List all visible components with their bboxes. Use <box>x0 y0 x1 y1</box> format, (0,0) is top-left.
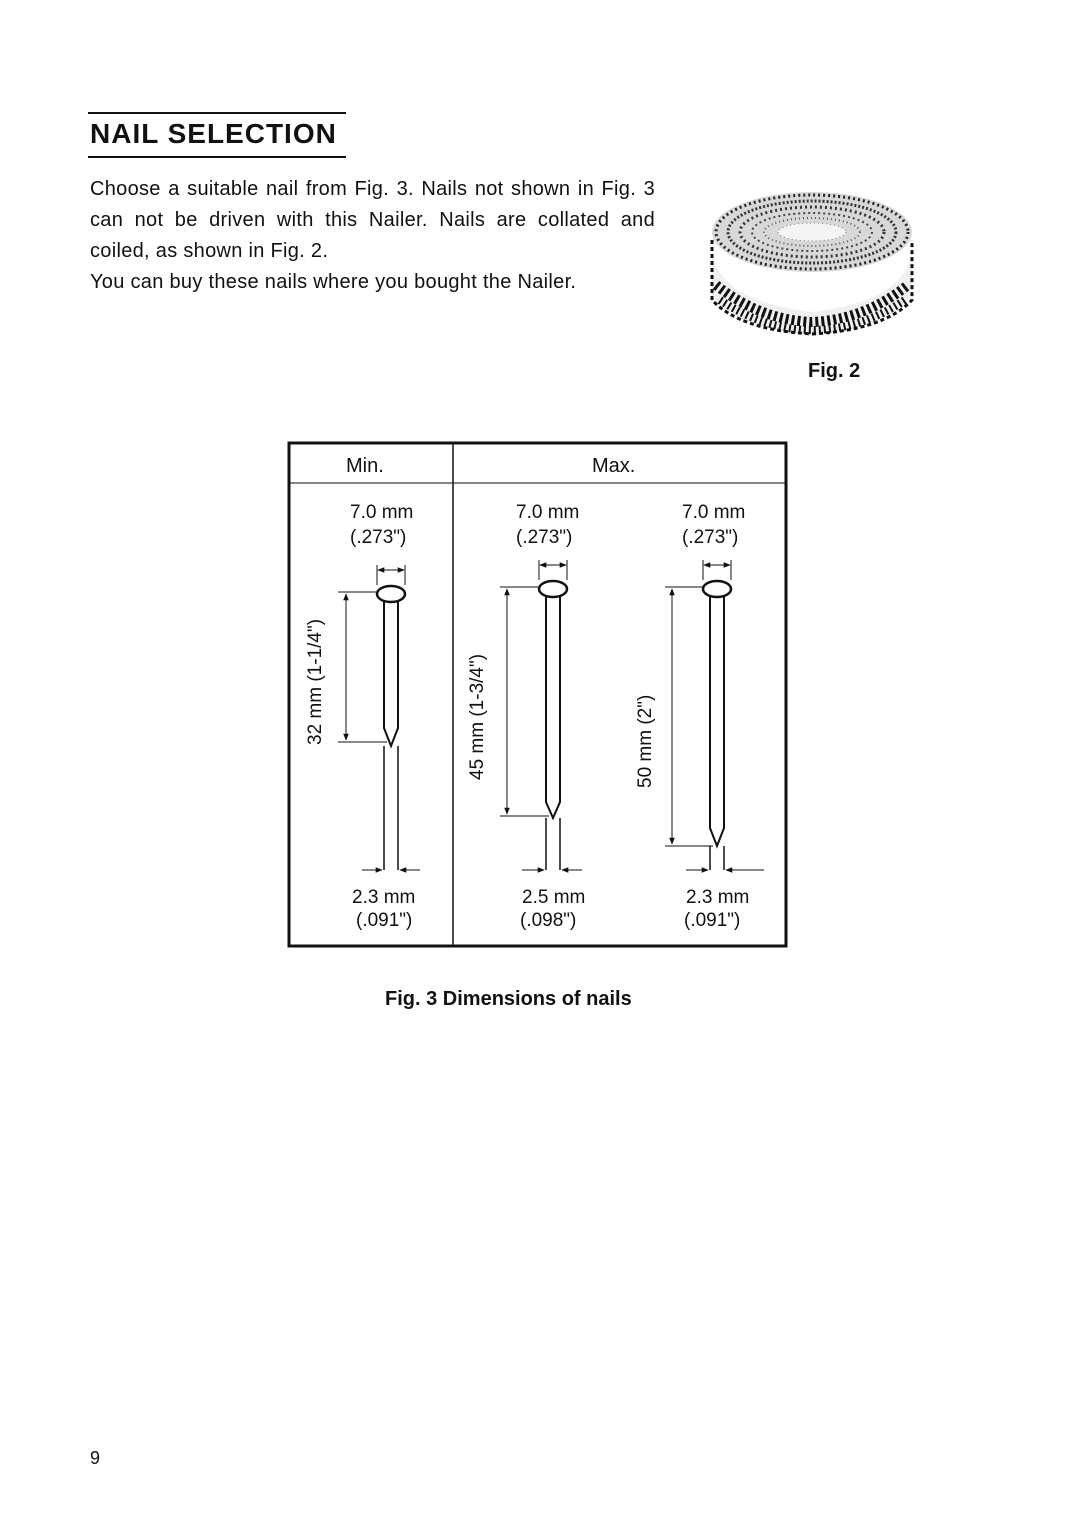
nail-2-head-mm: 7.0 mm <box>516 502 579 523</box>
nail-3-head-in: (.273") <box>682 527 738 548</box>
nail-32mm-drawing <box>338 565 420 873</box>
figure-2-caption: Fig. 2 <box>808 360 861 382</box>
intro-paragraph: Choose a suitable nail from Fig. 3. Nail… <box>90 178 655 262</box>
nail-3-shank-in: (.091") <box>684 910 740 931</box>
nail-2-length: 45 mm (1-3/4") <box>467 654 488 780</box>
nail-3-head-mm: 7.0 mm <box>682 502 745 523</box>
coiled-nails-image <box>710 192 914 336</box>
section-heading: NAIL SELECTION <box>90 118 337 149</box>
nail-1-shank-mm: 2.3 mm <box>352 887 415 908</box>
nail-2-shank-in: (.098") <box>520 910 576 931</box>
page-number: 9 <box>90 1448 101 1468</box>
nail-3-shank-mm: 2.3 mm <box>686 887 749 908</box>
header-max: Max. <box>592 455 635 477</box>
nail-1-head-mm: 7.0 mm <box>350 502 413 523</box>
figure-3-caption: Fig. 3 Dimensions of nails <box>385 988 632 1010</box>
nail-1-head-in: (.273") <box>350 527 406 548</box>
heading-rule-bottom <box>88 156 346 158</box>
nail-1-shank-in: (.091") <box>356 910 412 931</box>
nail-3-length: 50 mm (2") <box>635 695 656 788</box>
nail-2-head-in: (.273") <box>516 527 572 548</box>
nail-50mm-drawing <box>665 560 764 873</box>
purchase-paragraph: You can buy these nails where you bought… <box>90 271 577 293</box>
nail-45mm-drawing <box>500 560 582 873</box>
heading-rule-top <box>88 112 346 114</box>
nail-2-shank-mm: 2.5 mm <box>522 887 585 908</box>
nail-1-length: 32 mm (1-1/4") <box>305 619 326 745</box>
header-min: Min. <box>346 455 384 477</box>
dimensions-table-frame <box>287 441 788 948</box>
